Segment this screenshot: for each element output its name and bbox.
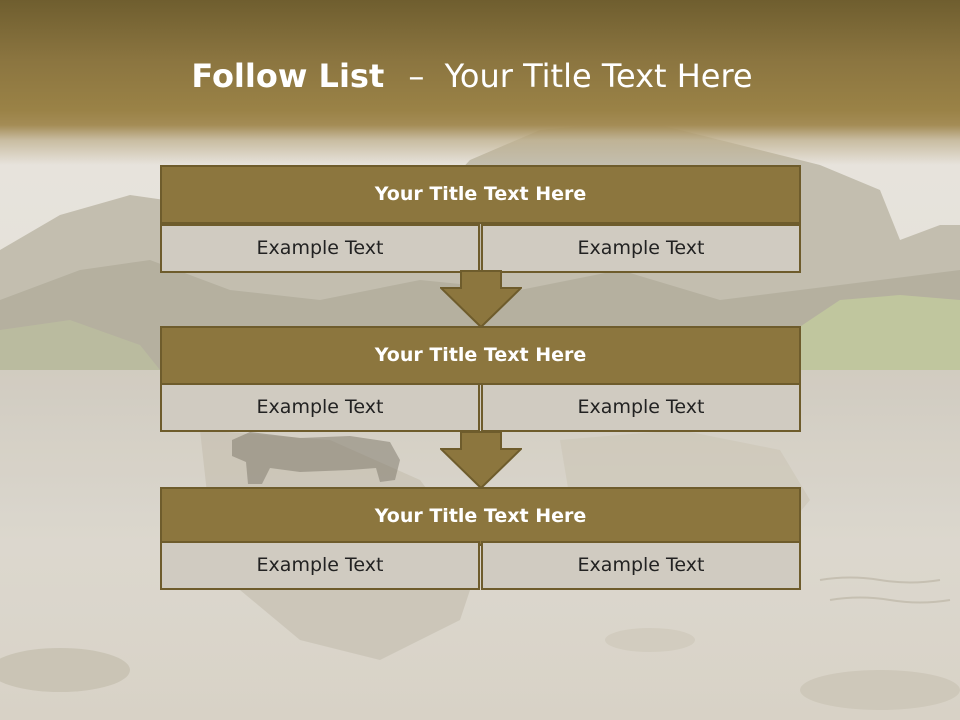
step-cell-2-right: Example Text bbox=[481, 383, 801, 432]
title-band bbox=[0, 0, 960, 165]
step-cell-3-left: Example Text bbox=[160, 541, 480, 590]
slide-title-separator: – bbox=[408, 57, 425, 95]
down-arrow-icon bbox=[440, 270, 522, 328]
slide-title-rest: Your Title Text Here bbox=[444, 57, 753, 95]
step-cell-1-right: Example Text bbox=[481, 224, 801, 273]
step-row-3: Example Text Example Text bbox=[160, 541, 801, 590]
step-cell-1-left: Example Text bbox=[160, 224, 480, 273]
step-row-1: Example Text Example Text bbox=[160, 224, 801, 273]
down-arrow-icon bbox=[440, 431, 522, 489]
step-cell-2-left: Example Text bbox=[160, 383, 480, 432]
step-title-1: Your Title Text Here bbox=[160, 165, 801, 224]
step-cell-3-right: Example Text bbox=[481, 541, 801, 590]
step-title-2: Your Title Text Here bbox=[160, 326, 801, 385]
slide-title-bold: Follow List bbox=[191, 57, 385, 95]
step-row-2: Example Text Example Text bbox=[160, 383, 801, 432]
step-title-3: Your Title Text Here bbox=[160, 487, 801, 546]
slide-title: Follow List – Your Title Text Here bbox=[0, 52, 944, 100]
